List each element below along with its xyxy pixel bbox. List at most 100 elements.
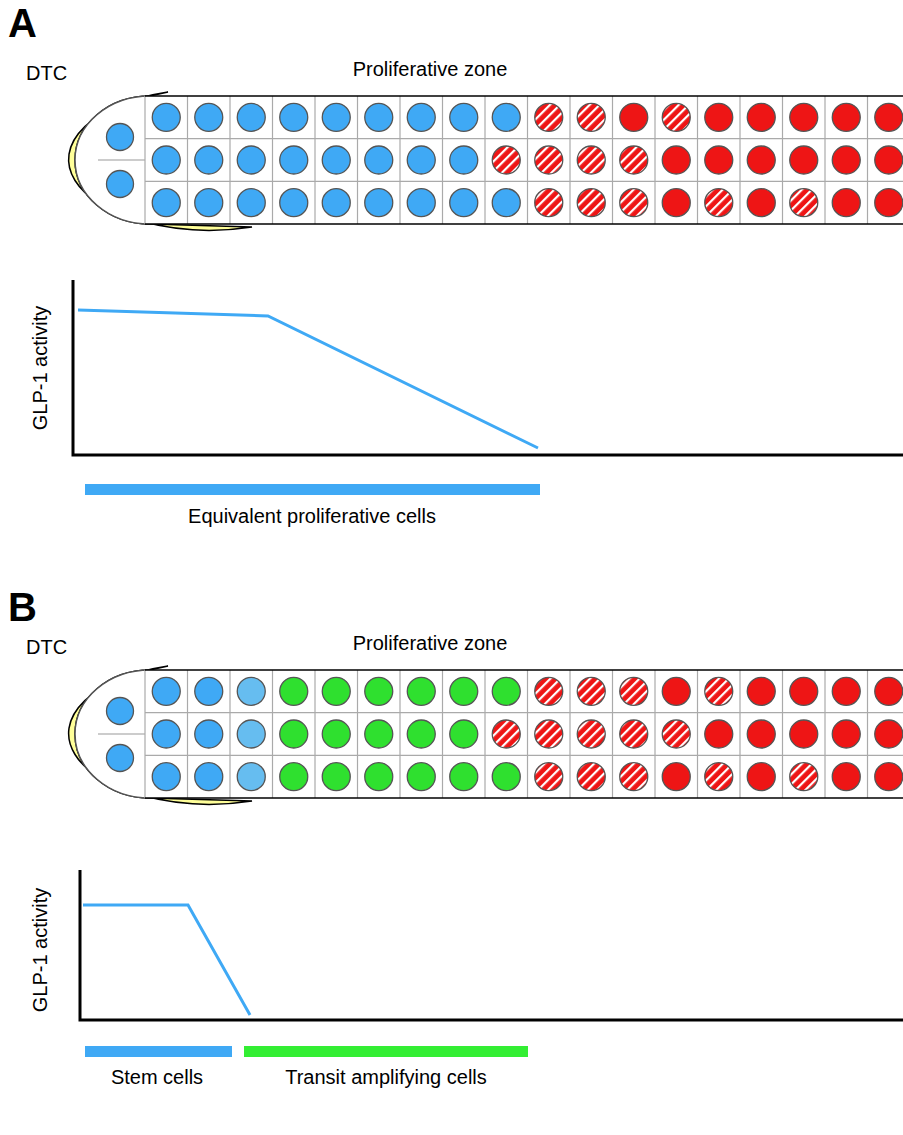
- glp1-curve: [83, 905, 250, 1015]
- germ-cell: [620, 103, 648, 131]
- germ-cell: [620, 146, 648, 174]
- range-label: Transit amplifying cells: [285, 1066, 487, 1089]
- cell-border: [527, 96, 528, 224]
- germ-cell: [280, 763, 308, 791]
- germ-cell: [875, 720, 903, 748]
- germ-cell: [280, 720, 308, 748]
- germ-cell: [790, 720, 818, 748]
- gonad-outline: [145, 223, 903, 225]
- germ-cell: [747, 103, 775, 131]
- germ-cell: [790, 146, 818, 174]
- germ-cell: [280, 146, 308, 174]
- stem-cell: [107, 745, 134, 772]
- germ-cell: [152, 103, 180, 131]
- germ-cell: [705, 189, 733, 217]
- germ-cell: [662, 103, 690, 131]
- germ-cell: [450, 189, 478, 217]
- germ-cell: [365, 677, 393, 705]
- germ-cell: [322, 146, 350, 174]
- cell-border: [654, 96, 655, 224]
- cell-border: [739, 96, 740, 224]
- germ-cell: [450, 146, 478, 174]
- germ-cell: [662, 146, 690, 174]
- germ-cell: [492, 763, 520, 791]
- germ-cell: [152, 677, 180, 705]
- zone-label: Proliferative zone: [353, 58, 508, 81]
- germ-cell: [322, 677, 350, 705]
- cell-label: DTC: [26, 636, 67, 659]
- cell-border: [527, 670, 528, 798]
- cell-border: [399, 96, 400, 224]
- germ-cell: [152, 720, 180, 748]
- gonad-arm: [69, 666, 903, 804]
- germ-cell: [535, 146, 563, 174]
- germ-cell: [195, 189, 223, 217]
- germ-cell: [195, 720, 223, 748]
- germ-cell: [407, 763, 435, 791]
- germ-cell: [705, 763, 733, 791]
- germ-cell: [322, 720, 350, 748]
- germ-cell: [577, 677, 605, 705]
- germ-cell: [832, 677, 860, 705]
- germ-cell: [705, 677, 733, 705]
- cell-border: [272, 96, 273, 224]
- germ-cell: [790, 677, 818, 705]
- germ-cell: [577, 103, 605, 131]
- germ-cell: [492, 720, 520, 748]
- gonad-outline: [145, 95, 903, 97]
- gonad-body: [145, 670, 903, 798]
- cell-border: [484, 96, 485, 224]
- cell-border: [229, 670, 230, 798]
- germ-cell: [832, 763, 860, 791]
- germ-cell: [832, 146, 860, 174]
- germ-cell: [237, 763, 265, 791]
- cell-border: [484, 670, 485, 798]
- stem-cell: [107, 124, 134, 151]
- cell-border: [145, 138, 903, 139]
- germ-cell: [620, 677, 648, 705]
- germ-cell: [662, 189, 690, 217]
- cap-divider: [98, 733, 145, 734]
- germ-cell: [365, 103, 393, 131]
- cell-border: [569, 670, 570, 798]
- germ-cell: [577, 763, 605, 791]
- germ-cell: [662, 763, 690, 791]
- cell-border: [824, 96, 825, 224]
- germ-cell: [790, 189, 818, 217]
- germ-cell: [492, 677, 520, 705]
- germ-cell: [705, 103, 733, 131]
- gonad-outline: [145, 669, 903, 671]
- cell-border: [612, 96, 613, 224]
- cell-border: [145, 712, 903, 713]
- zone-label: Proliferative zone: [353, 632, 508, 655]
- cell-border: [144, 670, 145, 798]
- cell-border: [314, 96, 315, 224]
- germ-cell: [237, 720, 265, 748]
- cell-border: [357, 670, 358, 798]
- germ-cell: [237, 103, 265, 131]
- germ-cell: [535, 763, 563, 791]
- germ-cell: [152, 763, 180, 791]
- germ-cell: [237, 189, 265, 217]
- germ-cell: [450, 103, 478, 131]
- germ-cell: [620, 763, 648, 791]
- germ-cell: [747, 189, 775, 217]
- germ-cell: [875, 103, 903, 131]
- range-label: Stem cells: [111, 1066, 203, 1089]
- cell-label: DTC: [26, 62, 67, 85]
- germ-cell: [832, 103, 860, 131]
- activity-plot: [80, 870, 903, 1020]
- germ-cell: [407, 146, 435, 174]
- germ-cell: [875, 677, 903, 705]
- gonad-tip: [75, 96, 150, 224]
- germ-cell: [492, 189, 520, 217]
- cell-border: [187, 670, 188, 798]
- cell-border: [612, 670, 613, 798]
- cell-border: [697, 96, 698, 224]
- germ-cell: [407, 103, 435, 131]
- zone-bar: [244, 1046, 528, 1057]
- cell-border: [867, 96, 868, 224]
- germ-cell: [535, 189, 563, 217]
- cell-border: [569, 96, 570, 224]
